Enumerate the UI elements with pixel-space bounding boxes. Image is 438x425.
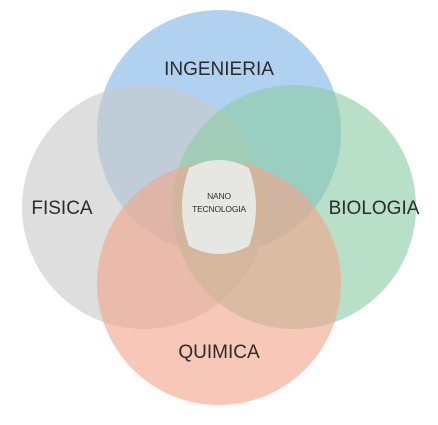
label-ingenieria: INGENIERIA [164, 59, 274, 80]
label-quimica: QUIMICA [178, 342, 260, 363]
center-label-line-2: TECNOLOGIA [192, 204, 246, 214]
center-region [182, 160, 256, 254]
label-biologia: BIOLOGIA [329, 198, 420, 219]
center-label-line-1: NANO [207, 191, 231, 201]
label-fisica: FISICA [31, 198, 93, 219]
circle-quimica [97, 161, 341, 405]
circle-group [22, 10, 416, 405]
